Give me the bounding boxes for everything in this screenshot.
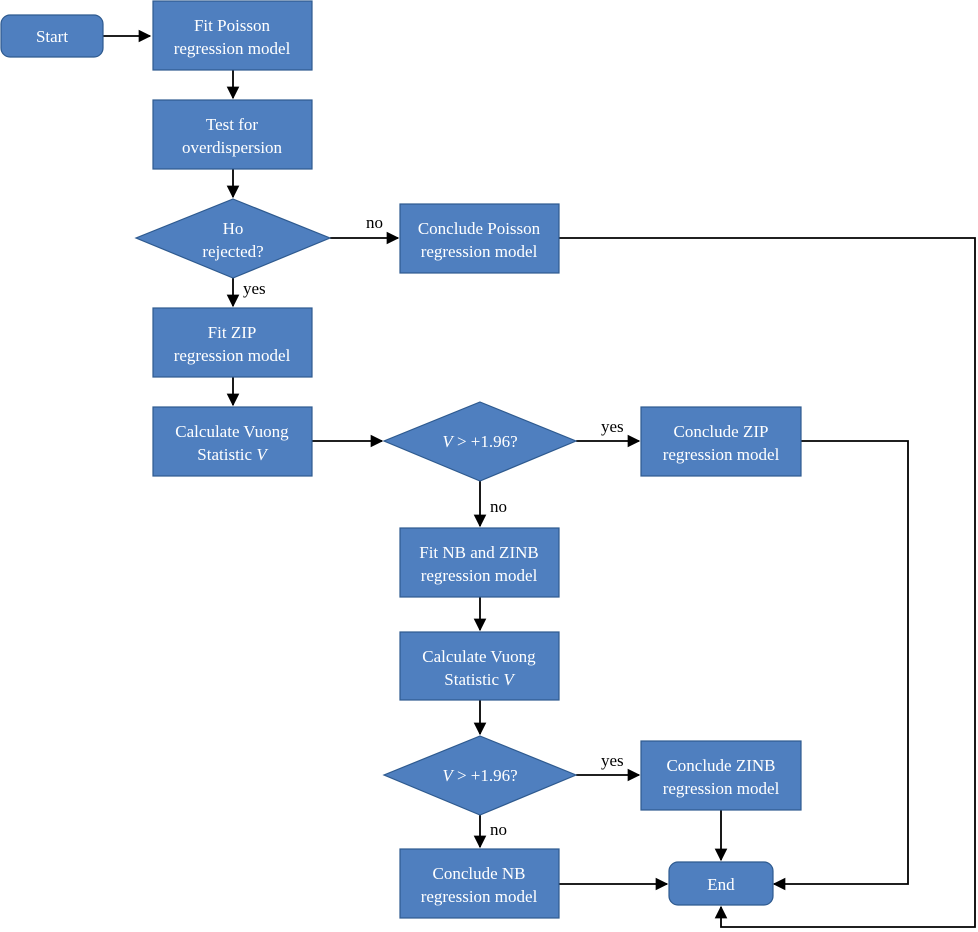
- test-overdispersion-line2: overdispersion: [182, 138, 283, 157]
- calc-vuong-2-var: V: [503, 670, 516, 689]
- conclude-zip-line1: Conclude ZIP: [674, 422, 769, 441]
- test-overdispersion-line1: Test for: [206, 115, 258, 134]
- fit-nb-zinb-shape: [399, 527, 560, 598]
- node-decision-2: V > +1.96?: [382, 735, 578, 816]
- node-start: Start: [0, 14, 104, 58]
- edge-conclude-zip-to-end: [772, 440, 909, 891]
- edge-label-decision-1-yes: yes: [601, 417, 624, 436]
- node-conclude-poisson: Conclude Poisson regression model: [399, 203, 560, 274]
- conclude-poisson-shape: [399, 203, 560, 274]
- conclude-zinb-line1: Conclude ZINB: [666, 756, 775, 775]
- fit-nb-zinb-line1: Fit NB and ZINB: [419, 543, 538, 562]
- node-calc-vuong-1: Calculate Vuong Statistic V: [152, 406, 313, 477]
- node-conclude-nb: Conclude NB regression model: [399, 848, 560, 919]
- test-overdispersion-shape: [152, 99, 313, 170]
- node-end: End: [668, 861, 774, 906]
- conclude-zip-line2: regression model: [663, 445, 780, 464]
- node-test-overdispersion: Test for overdispersion: [152, 99, 313, 170]
- conclude-zip-shape: [640, 406, 802, 477]
- fit-zip-line1: Fit ZIP: [208, 323, 257, 342]
- edge-labels: no yes yes no yes no: [243, 213, 624, 839]
- node-fit-poisson: Fit Poisson regression model: [152, 0, 313, 71]
- edge-label-decision-1-no: no: [490, 497, 507, 516]
- fit-zip-line2: regression model: [174, 346, 291, 365]
- end-label: End: [707, 875, 735, 894]
- conclude-zinb-line2: regression model: [663, 779, 780, 798]
- fit-poisson-line2: regression model: [174, 39, 291, 58]
- calc-vuong-1-line1: Calculate Vuong: [175, 422, 289, 441]
- edge-label-decision-2-no: no: [490, 820, 507, 839]
- start-label: Start: [36, 27, 68, 46]
- edges: [103, 29, 976, 928]
- edge-label-decision-2-yes: yes: [601, 751, 624, 770]
- conclude-poisson-line1: Conclude Poisson: [418, 219, 541, 238]
- edge-conclude-poisson-to-end: [559, 237, 976, 928]
- ho-rejected-line2: rejected?: [202, 242, 263, 261]
- decision-1-label: V > +1.96?: [442, 432, 517, 451]
- calc-vuong-1-line2-text: Statistic: [197, 445, 256, 464]
- decision-2-var: V: [442, 766, 455, 785]
- calc-vuong-2-line2: Statistic V: [444, 670, 516, 689]
- end-shape: [668, 861, 774, 906]
- decision-2-rest: > +1.96?: [453, 766, 518, 785]
- start-shape: [0, 14, 104, 58]
- fit-poisson-line1: Fit Poisson: [194, 16, 271, 35]
- calc-vuong-1-line2: Statistic V: [197, 445, 269, 464]
- calc-vuong-2-line1: Calculate Vuong: [422, 647, 536, 666]
- node-ho-rejected: Ho rejected?: [134, 198, 332, 279]
- edge-label-ho-yes: yes: [243, 279, 266, 298]
- conclude-poisson-line2: regression model: [421, 242, 538, 261]
- calc-vuong-1-shape: [152, 406, 313, 477]
- ho-rejected-line1: Ho: [223, 219, 244, 238]
- calc-vuong-2-line2-text: Statistic: [444, 670, 503, 689]
- fit-nb-zinb-line2: regression model: [421, 566, 538, 585]
- conclude-nb-shape: [399, 848, 560, 919]
- conclude-zinb-shape: [640, 740, 802, 811]
- conclude-nb-line1: Conclude NB: [432, 864, 525, 883]
- decision-2-shape: [382, 735, 578, 816]
- calc-vuong-1-var: V: [256, 445, 269, 464]
- edge-label-ho-no: no: [366, 213, 383, 232]
- node-fit-nb-zinb: Fit NB and ZINB regression model: [399, 527, 560, 598]
- decision-1-rest: > +1.96?: [453, 432, 518, 451]
- node-decision-1: V > +1.96?: [382, 401, 578, 482]
- conclude-nb-line2: regression model: [421, 887, 538, 906]
- node-fit-zip: Fit ZIP regression model: [152, 307, 313, 378]
- decision-1-shape: [382, 401, 578, 482]
- fit-zip-shape: [152, 307, 313, 378]
- decision-1-var: V: [442, 432, 455, 451]
- calc-vuong-2-shape: [399, 631, 560, 701]
- decision-2-label: V > +1.96?: [442, 766, 517, 785]
- node-calc-vuong-2: Calculate Vuong Statistic V: [399, 631, 560, 701]
- node-conclude-zip: Conclude ZIP regression model: [640, 406, 802, 477]
- fit-poisson-shape: [152, 0, 313, 71]
- node-conclude-zinb: Conclude ZINB regression model: [640, 740, 802, 811]
- ho-rejected-shape: [134, 198, 332, 279]
